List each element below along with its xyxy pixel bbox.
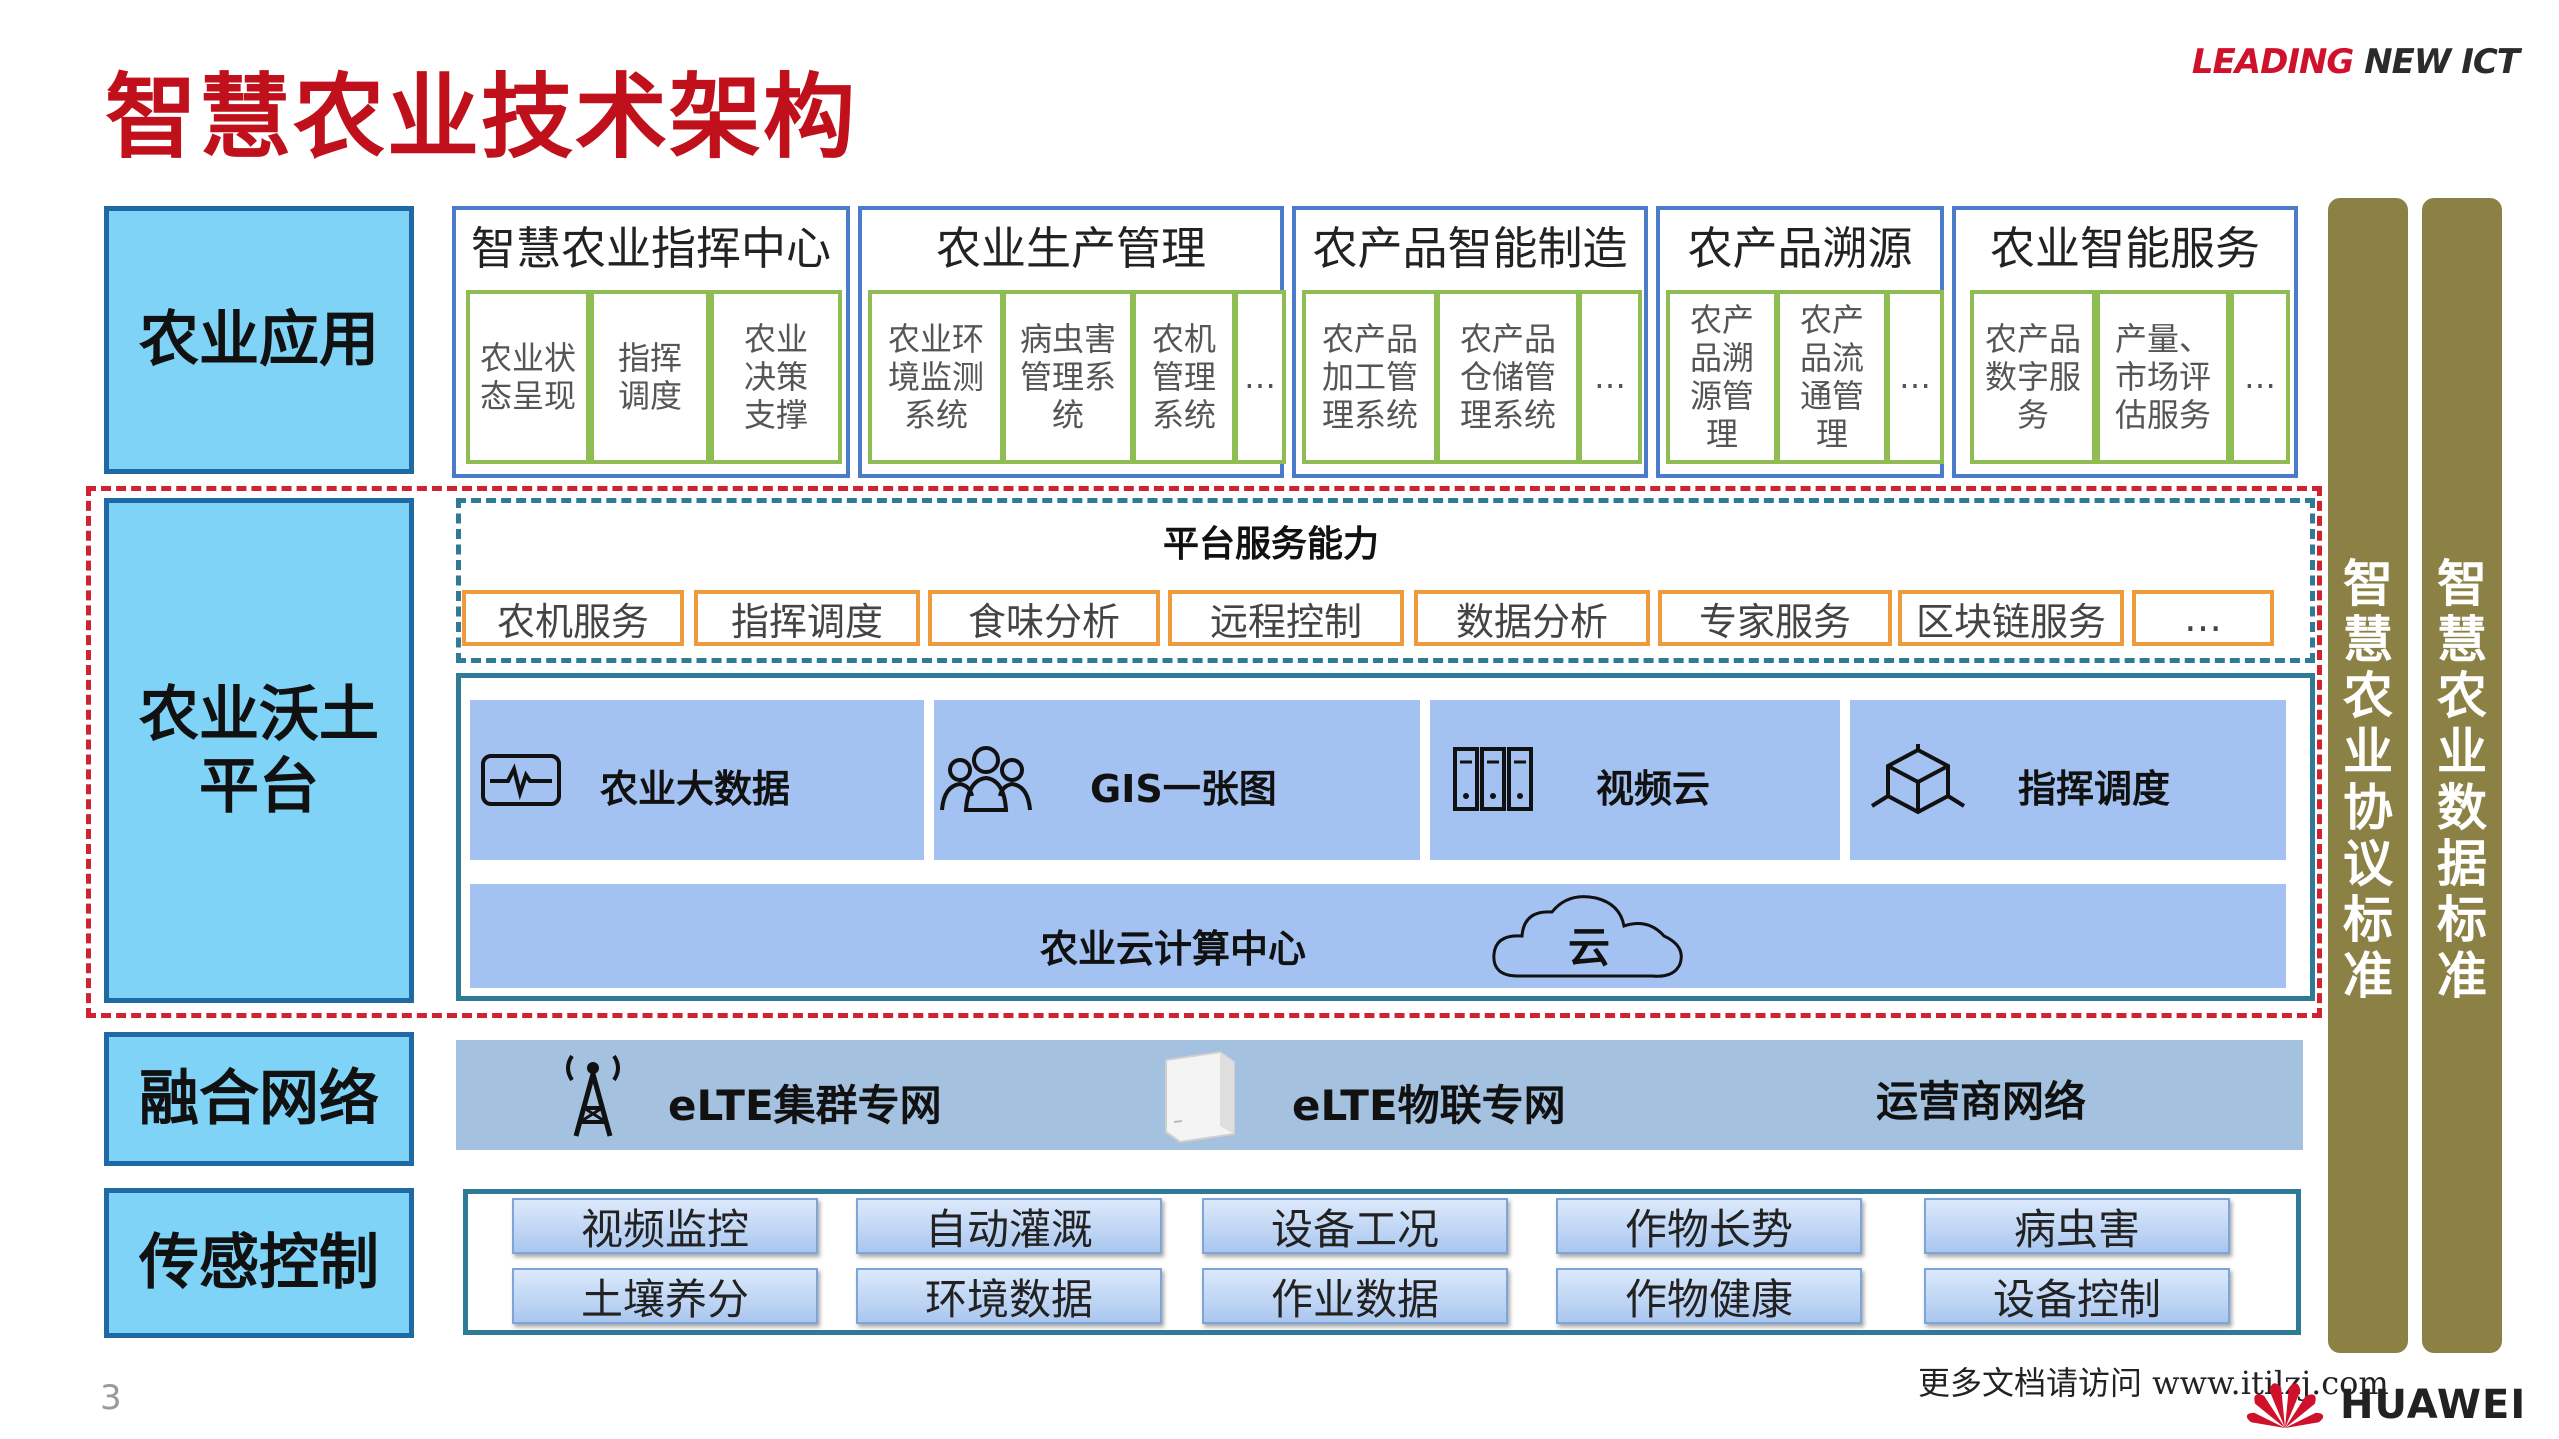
app-item: 指挥调度 (590, 290, 710, 464)
sensing-item: 土壤养分 (512, 1268, 818, 1324)
iot-gateway-icon (1165, 1050, 1235, 1144)
service-item: 指挥调度 (694, 590, 920, 646)
app-item: 农产品加工管理系统 (1302, 290, 1438, 464)
cloud-center-label: 农业云计算中心 (1040, 927, 1307, 971)
sensing-item: 作物长势 (1556, 1198, 1862, 1254)
network-elte-iot: eLTE物联专网 (1292, 1081, 1566, 1130)
brand-slogan-rest: NEW ICT (2353, 42, 2520, 82)
monitor-wave-icon (481, 754, 561, 806)
platform-region-border (86, 486, 2322, 1018)
app-item-more: … (1578, 290, 1642, 464)
network-operator: 运营商网络 (1876, 1077, 2087, 1126)
sensing-item: 环境数据 (856, 1268, 1162, 1324)
app-item: 农产品仓储管理系统 (1436, 290, 1580, 464)
block-label: 农业大数据 (600, 767, 791, 811)
block-cloud-computing-center: 农业云计算中心 云 (470, 884, 2286, 988)
platform-service-title: 平台服务能力 (1162, 524, 1379, 565)
cloud-icon (1492, 895, 1683, 978)
page-number: 3 (100, 1378, 122, 1418)
app-item: 农业环境监测系统 (868, 290, 1004, 464)
app-category-production: 农业生产管理 农业环境监测系统 病虫害管理系统 农机管理系统 … (858, 206, 1286, 478)
block-command-dispatch: 指挥调度 (1850, 700, 2286, 860)
standard-protocol-bar: 智慧农业协议标准 (2328, 198, 2408, 1353)
network-band (456, 1040, 2303, 1150)
layer-sensing-label: 传感控制 (139, 1228, 379, 1298)
app-category-title: 农业生产管理 (935, 222, 1206, 275)
page-title: 智慧农业技术架构 (105, 64, 858, 171)
service-item: 远程控制 (1168, 590, 1404, 646)
layer-application: 农业应用 (104, 206, 414, 474)
layer-network: 融合网络 (104, 1032, 414, 1166)
app-item-more: … (1886, 290, 1944, 464)
app-item: 产量、市场评估服务 (2096, 290, 2230, 464)
app-item: 农产品溯源管理 (1666, 290, 1778, 464)
service-item: 数据分析 (1414, 590, 1650, 646)
app-category-title: 农产品溯源 (1687, 222, 1913, 275)
block-label: 视频云 (1596, 767, 1711, 811)
service-item-more: … (2132, 590, 2274, 646)
platform-service-region (456, 498, 2315, 663)
brand-slogan-leading: LEADING (2191, 42, 2354, 82)
service-item: 食味分析 (928, 590, 1160, 646)
signal-tower-icon (566, 1054, 620, 1137)
app-item: 农业决策支撑 (710, 290, 842, 464)
app-category-title: 智慧农业指挥中心 (470, 222, 831, 275)
app-item: 病虫害管理系统 (1002, 290, 1134, 464)
layer-application-label: 农业应用 (139, 305, 379, 375)
app-category-title: 农产品智能制造 (1312, 222, 1628, 275)
service-item: 农机服务 (462, 590, 684, 646)
app-item: 农机管理系统 (1132, 290, 1236, 464)
app-category-manufacturing: 农产品智能制造 农产品加工管理系统 农产品仓储管理系统 … (1292, 206, 1648, 478)
huawei-logo-icon (2246, 1383, 2324, 1428)
sensing-box (463, 1189, 2301, 1335)
cube-network-icon (1870, 744, 1966, 815)
app-item: 农产品数字服务 (1970, 290, 2096, 464)
layer-platform-label-1: 农业沃土 (139, 679, 379, 750)
block-video-cloud: 视频云 (1430, 700, 1840, 860)
app-category-traceability: 农产品溯源 农产品溯源管理 农产品流通管理 … (1656, 206, 1944, 478)
platform-capability-box (456, 673, 2315, 1001)
layer-network-label: 融合网络 (139, 1064, 379, 1134)
brand-slogan: LEADING NEW ICT (2191, 42, 2520, 82)
block-agri-bigdata: 农业大数据 (470, 700, 924, 860)
sensing-item: 设备控制 (1924, 1268, 2230, 1324)
app-category-command-center: 智慧农业指挥中心 农业状态呈现 指挥调度 农业决策支撑 (452, 206, 850, 478)
server-rack-icon (1453, 747, 1533, 811)
sensing-item: 病虫害 (1924, 1198, 2230, 1254)
block-label: GIS一张图 (1090, 767, 1277, 811)
sensing-item: 自动灌溉 (856, 1198, 1162, 1254)
sensing-item: 设备工况 (1202, 1198, 1508, 1254)
standard-protocol-label: 智慧农业协议标准 (2343, 555, 2393, 1005)
block-label: 指挥调度 (2018, 767, 2171, 811)
huawei-brand-text: HUAWEI (2340, 1382, 2527, 1428)
sensing-item: 作业数据 (1202, 1268, 1508, 1324)
layer-platform: 农业沃土 平台 (104, 498, 414, 1003)
sensing-item: 视频监控 (512, 1198, 818, 1254)
app-item: 农业状态呈现 (466, 290, 590, 464)
sensing-item: 作物健康 (1556, 1268, 1862, 1324)
network-elte-cluster: eLTE集群专网 (668, 1081, 942, 1130)
cloud-label: 云 (1568, 923, 1611, 972)
app-category-title: 农业智能服务 (1989, 222, 2260, 275)
app-item: 农产品流通管理 (1776, 290, 1888, 464)
app-item-more: … (1234, 290, 1286, 464)
standard-data-bar: 智慧农业数据标准 (2422, 198, 2502, 1353)
app-category-smart-service: 农业智能服务 农产品数字服务 产量、市场评估服务 … (1952, 206, 2298, 478)
layer-platform-label-2: 平台 (199, 751, 319, 822)
layer-sensing: 传感控制 (104, 1188, 414, 1338)
service-item: 专家服务 (1658, 590, 1892, 646)
standard-data-label: 智慧农业数据标准 (2437, 555, 2487, 1005)
block-gis: GIS一张图 (934, 700, 1420, 860)
service-item: 区块链服务 (1898, 590, 2124, 646)
app-item-more: … (2230, 290, 2290, 464)
people-group-icon (940, 746, 1032, 812)
